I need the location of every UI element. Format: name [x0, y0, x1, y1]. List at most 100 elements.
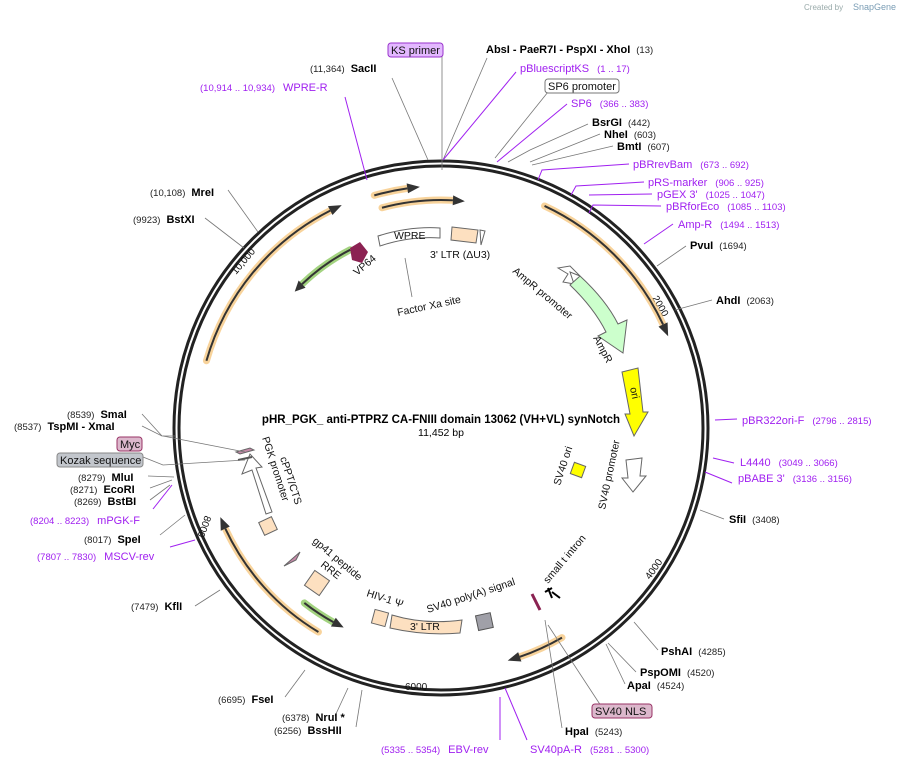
primer-site[interactable]: pGEX 3'(1025 .. 1047) [657, 189, 765, 201]
orf-arrow-bottom[interactable] [519, 636, 563, 658]
orf-arrow-right[interactable] [544, 205, 664, 325]
enzyme-site[interactable]: (10,108)MreI [150, 187, 214, 199]
sp6-promoter-box[interactable] [544, 78, 620, 94]
primer-range: (8204 .. 8223) [30, 516, 89, 527]
enzyme-site[interactable]: PvuI (1694) [690, 240, 747, 252]
orf-arrow-top-1[interactable] [374, 187, 408, 197]
primer-site[interactable]: pBABE 3'(3136 .. 3156) [738, 473, 852, 485]
rre-feature[interactable] [303, 569, 331, 597]
enzyme-site[interactable]: (8271)EcoRI [70, 484, 135, 496]
primer-name: pBR322ori-F [742, 415, 805, 427]
kozak-feature[interactable] [237, 456, 253, 461]
enzyme-site[interactable]: (11,364)SacII [310, 63, 376, 75]
gp41-feature[interactable] [283, 551, 301, 567]
hiv-psi-label: HIV-1 Ψ [365, 587, 405, 610]
enzyme-site[interactable]: (8279)MluI [78, 472, 133, 484]
primer-site[interactable]: pBR322ori-F(2796 .. 2815) [742, 415, 872, 427]
primer-name: pBABE 3' [738, 473, 785, 485]
myc-feature[interactable] [234, 447, 256, 455]
small-t-intron-feature[interactable] [544, 587, 561, 599]
enzyme-position: (442) [628, 118, 650, 129]
primer-range: (1025 .. 1047) [706, 190, 765, 201]
sp6-promoter-label[interactable]: SP6 promoter [548, 81, 616, 93]
enzyme-name: AbsI - PaeR7I - PspXI - XhoI [486, 44, 630, 56]
primer-site[interactable]: SV40pA-R(5281 .. 5300) [530, 744, 649, 756]
sv40-promoter-feature[interactable] [620, 457, 648, 493]
primer-site[interactable]: Amp-R(1494 .. 1513) [678, 219, 779, 231]
enzyme-site[interactable]: (6378)NruI * [282, 712, 346, 724]
ks-primer-label[interactable]: KS primer [391, 45, 440, 57]
primer-site[interactable]: pBRforEco(1085 .. 1103) [666, 201, 786, 213]
green-arrow-top[interactable] [301, 248, 351, 285]
enzyme-site[interactable]: AbsI - PaeR7I - PspXI - XhoI(13) [486, 44, 653, 56]
vp64-feature[interactable] [350, 242, 368, 263]
kozak-box[interactable] [56, 452, 144, 468]
myc-label[interactable]: Myc [120, 439, 141, 451]
sv40-nls-feature[interactable] [530, 593, 542, 611]
primer-site[interactable]: pRS-marker(906 .. 925) [648, 177, 764, 189]
primer-site[interactable]: pBluescriptKS(1 .. 17) [520, 63, 630, 75]
sv40-polya-feature[interactable] [474, 612, 494, 632]
enzyme-site[interactable]: (7479)KflI [131, 601, 182, 613]
ori-label: ori [627, 386, 641, 400]
enzyme-site[interactable]: PshAI(4285) [661, 646, 726, 658]
enzyme-site[interactable]: PspOMI(4520) [640, 667, 714, 679]
ks-primer-box[interactable] [387, 42, 444, 58]
pgk-promoter-feature[interactable] [241, 453, 273, 515]
ori-feature[interactable] [621, 367, 649, 438]
primer-range: (7807 .. 7830) [37, 552, 96, 563]
primer-site[interactable]: L4440(3049 .. 3066) [740, 457, 838, 469]
primer-site[interactable]: (8204 .. 8223)mPGK-F [30, 515, 140, 527]
primer-site[interactable]: SP6(366 .. 383) [571, 98, 648, 110]
credit-text: Created by [804, 3, 843, 12]
myc-box[interactable] [116, 436, 143, 452]
enzyme-site[interactable]: BmtI(607) [617, 141, 670, 153]
enzyme-site[interactable]: (8017)SpeI [84, 534, 141, 546]
enzyme-name: BstBI [107, 496, 136, 508]
factor-xa-label: Factor Xa site [396, 294, 462, 319]
primer-site[interactable]: (7807 .. 7830) MSCV-rev [37, 551, 155, 563]
sv40-nls-box[interactable] [591, 703, 653, 719]
enzyme-site[interactable]: BsrGI(442) [592, 117, 650, 129]
enzyme-site[interactable]: (9923)BstXI [133, 214, 195, 226]
enzyme-site[interactable]: SfiI(3408) [729, 514, 780, 526]
sv40-ori-feature[interactable] [569, 461, 587, 479]
green-arrow-bottom[interactable] [303, 602, 334, 624]
primer-name: pBRforEco [666, 201, 719, 213]
ltr3-feature[interactable] [389, 614, 463, 635]
enzyme-site[interactable]: ApaI(4524) [627, 680, 684, 692]
enzyme-site[interactable]: NheI(603) [604, 129, 656, 141]
orf-arrow-top-2[interactable] [381, 198, 453, 209]
primer-site[interactable]: (10,914 .. 10,934)WPRE-R [200, 82, 328, 94]
enzyme-site[interactable]: (8269)BstBI [74, 496, 136, 508]
ltr3-label: 3' LTR [410, 621, 440, 633]
enzyme-name: SmaI [100, 409, 126, 421]
enzyme-position: (1694) [719, 241, 746, 252]
ampr-promoter-feature[interactable] [556, 265, 581, 285]
plasmid-length: 11,452 bp [418, 427, 464, 439]
kozak-label[interactable]: Kozak sequence [60, 455, 141, 467]
primer-name: WPRE-R [283, 82, 328, 94]
primer-site[interactable]: (5335 .. 5354)EBV-rev [381, 744, 489, 756]
orf-arrow-lower-left[interactable] [224, 528, 319, 633]
ampr-feature[interactable] [569, 275, 628, 354]
enzyme-site[interactable]: AhdI(2063) [716, 295, 774, 307]
enzyme-name: MluI [111, 472, 133, 484]
orf-arrow-left[interactable] [205, 209, 331, 362]
enzyme-site[interactable]: (6695)FseI [218, 694, 273, 706]
cppt-feature[interactable] [258, 516, 278, 536]
primer-range: (5335 .. 5354) [381, 745, 440, 756]
hiv-psi-feature[interactable] [370, 608, 390, 628]
primer-name: MSCV-rev [104, 551, 155, 563]
enzyme-site[interactable]: (6256)BssHII [274, 725, 342, 737]
enzyme-position: (10,108) [150, 188, 185, 199]
ltr3-du3-feature[interactable] [450, 226, 479, 244]
wpre-feature[interactable] [377, 227, 441, 247]
primer-labels: (10,914 .. 10,934)WPRE-R pBluescriptKS(1 … [30, 63, 872, 756]
enzyme-site[interactable]: (8537)TspMI - XmaI [14, 421, 115, 433]
primer-site[interactable]: pBRrevBam(673 .. 692) [633, 159, 749, 171]
enzyme-site[interactable]: (8539)SmaI [67, 409, 127, 421]
enzyme-site[interactable]: HpaI(5243) [565, 726, 622, 738]
sv40-nls-label[interactable]: SV40 NLS [595, 706, 646, 718]
enzyme-name: PvuI [690, 240, 713, 252]
